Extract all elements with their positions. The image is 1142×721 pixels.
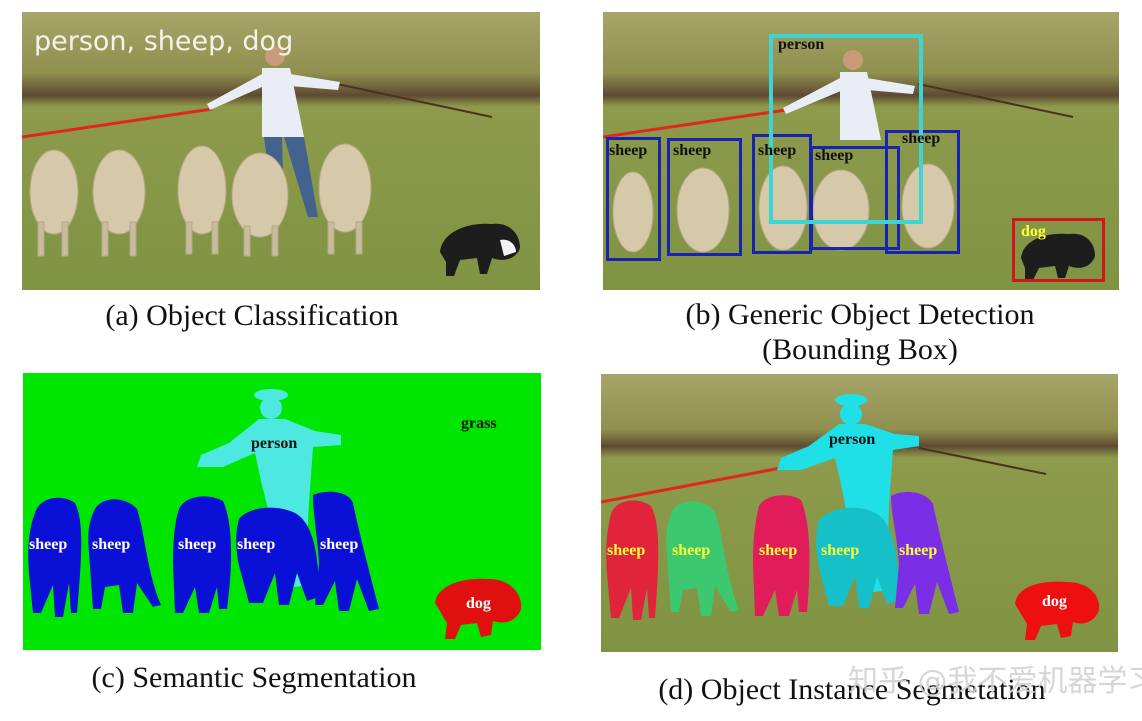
bbox-label-sheep-5: sheep: [902, 130, 941, 147]
watermark-text: 知乎 @我不爱机器学习: [848, 664, 1142, 699]
bbox-sheep-2: [667, 138, 742, 256]
seg-label-sheep-5: sheep: [320, 536, 359, 553]
bbox-label-sheep-1: sheep: [609, 142, 648, 159]
sheep-masks: [28, 491, 379, 617]
sheep-instance-5: [891, 491, 959, 614]
semantic-mask: [23, 373, 541, 650]
sheep-instance-1: [606, 500, 659, 620]
panel-d-instance-segmentation: person sheep sheep sheep sheep sheep dog: [601, 374, 1118, 652]
seg-label-sheep-3: sheep: [178, 536, 217, 553]
panel-c-segmentation: grass person sheep sheep sheep sheep she…: [23, 373, 541, 650]
inst-label-sheep-4: sheep: [821, 542, 860, 559]
caption-d: (d) Object Instance Segmetation: [658, 673, 1046, 706]
bbox-sheep-1: [606, 137, 661, 261]
seg-label-sheep-1: sheep: [29, 536, 68, 553]
inst-label-sheep-3: sheep: [759, 542, 798, 559]
staff-brown: [336, 83, 493, 118]
inst-label-sheep-1: sheep: [607, 542, 646, 559]
field-photo-b: [603, 12, 1119, 290]
bbox-sheep-4: [810, 146, 900, 250]
sheep-instance-2: [666, 501, 739, 616]
bbox-label-sheep-2: sheep: [673, 142, 712, 159]
field-photo-a: [22, 12, 540, 290]
dog-figure: [440, 223, 520, 276]
bbox-label-sheep-4: sheep: [815, 147, 854, 164]
class-list-overlay: person, sheep, dog: [34, 26, 294, 57]
bbox-dog: [1012, 218, 1105, 282]
dog-instance-mask: [1015, 581, 1100, 640]
panel-b-photo: person sheep sheep sheep sheep sheep dog: [603, 12, 1119, 290]
bbox-label-person: person: [778, 36, 825, 53]
panel-a-photo: person, sheep, dog: [22, 12, 540, 290]
inst-label-sheep-2: sheep: [672, 542, 711, 559]
seg-label-person: person: [251, 435, 298, 452]
inst-label-person: person: [829, 431, 876, 448]
caption-c: (c) Semantic Segmentation: [91, 661, 417, 694]
inst-label-sheep-5: sheep: [899, 542, 938, 559]
caption-b-line1: (b) Generic Object Detection: [685, 298, 1035, 331]
caption-b-line2: (Bounding Box): [762, 333, 958, 366]
seg-label-grass: grass: [461, 415, 497, 432]
bbox-person: [769, 34, 923, 224]
leash-red: [22, 107, 213, 139]
sheep-instance-3: [753, 495, 810, 616]
seg-label-sheep-4: sheep: [237, 536, 276, 553]
inst-label-dog: dog: [1042, 593, 1067, 610]
sheep-group: [29, 143, 372, 257]
seg-label-sheep-2: sheep: [92, 536, 131, 553]
bbox-label-sheep-3: sheep: [758, 142, 797, 159]
sheep-instance-4: [816, 507, 899, 608]
bbox-label-dog: dog: [1021, 223, 1046, 240]
caption-a: (a) Object Classification: [105, 299, 399, 332]
instance-mask: [601, 374, 1118, 652]
dog-mask: [435, 578, 522, 639]
seg-label-dog: dog: [466, 595, 491, 612]
